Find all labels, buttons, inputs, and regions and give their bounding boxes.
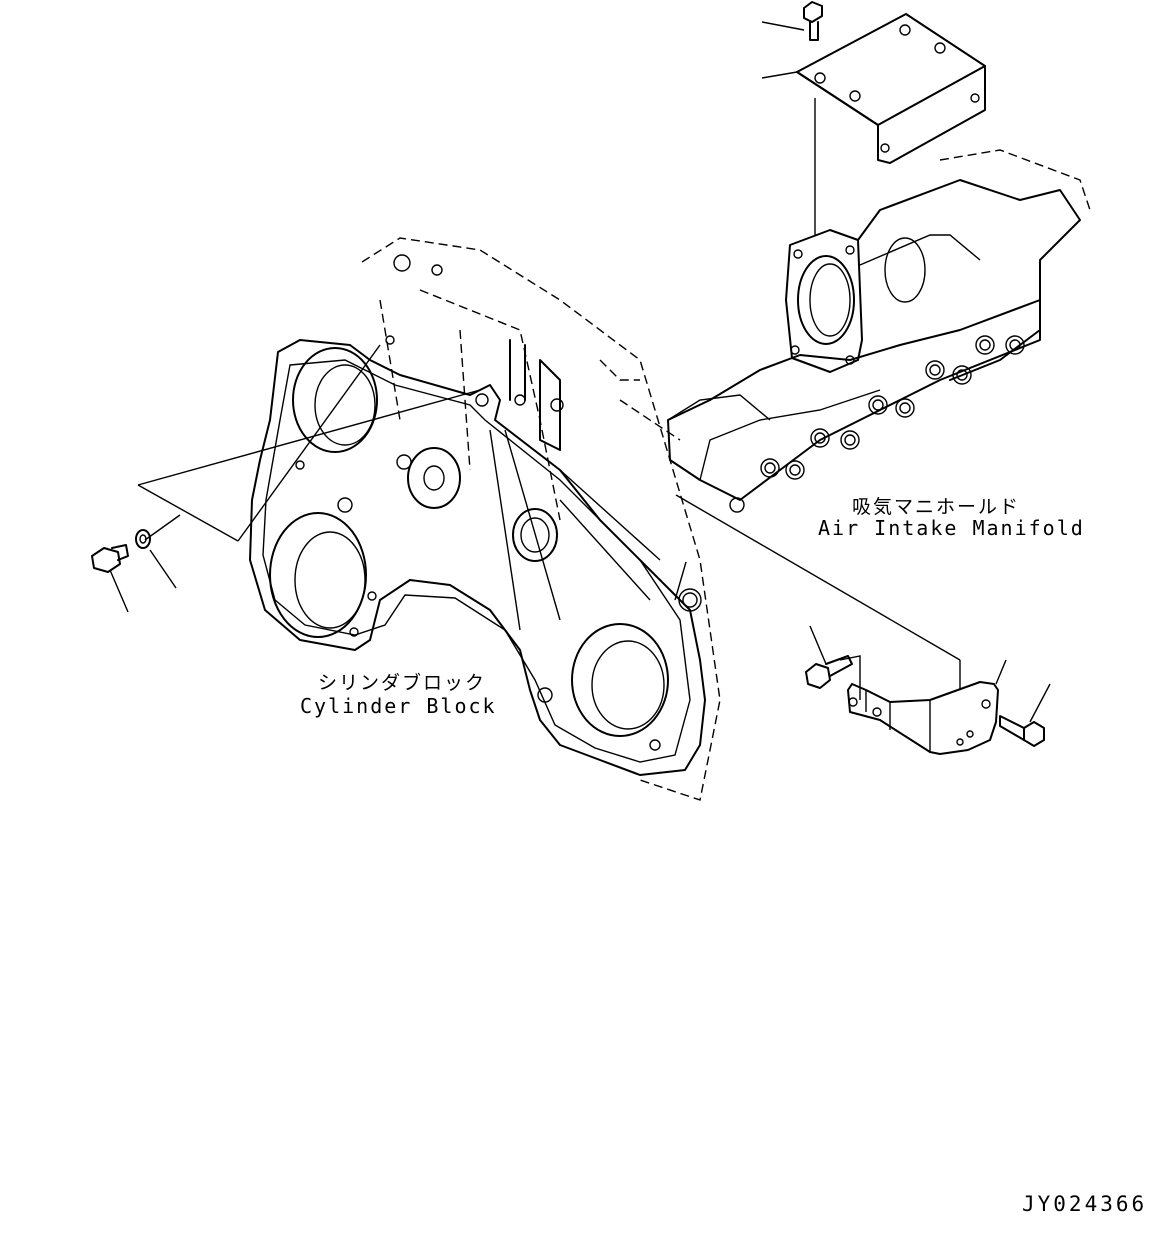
cylinder-block-drawing xyxy=(249,237,721,801)
intake-manifold-label-jp: 吸気マニホールド xyxy=(852,496,1021,518)
intake-manifold-label-en: Air Intake Manifold xyxy=(818,516,1085,540)
cylinder-block-label-jp: シリンダブロック xyxy=(318,672,487,694)
bolt-and-washer-parts xyxy=(91,529,177,613)
lower-bracket-drawing xyxy=(805,625,1051,755)
cylinder-block-label-en: Cylinder Block xyxy=(300,694,497,718)
cylinder-block-leaders xyxy=(137,344,687,601)
drawing-code: JY024366 xyxy=(1022,1192,1148,1216)
intake-manifold-drawing xyxy=(667,1,1091,661)
